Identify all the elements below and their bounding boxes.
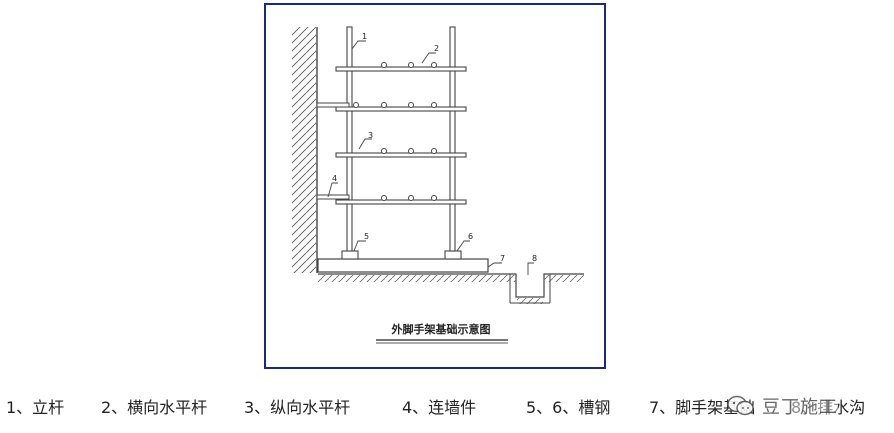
ground-line <box>318 273 584 298</box>
legend-item-2: 2、横向水平杆 <box>101 398 208 417</box>
channel-steel-5 <box>341 250 359 260</box>
callout-1: 1 <box>362 32 367 41</box>
diagram-title: 外脚手架基础示意图 <box>391 322 491 336</box>
wall-tie-lower <box>316 194 350 200</box>
legend-item-3: 3、纵向水平杆 <box>244 398 351 417</box>
legend-item-5: 5、6、槽钢 <box>526 398 611 417</box>
standard-inner <box>346 26 353 252</box>
building-wall <box>292 27 316 273</box>
callout-3: 3 <box>368 131 373 140</box>
standard-outer <box>449 26 456 252</box>
channel-steel-6 <box>444 250 462 260</box>
ledger-circles <box>353 62 437 201</box>
legend-caption: 1、立杆 2、横向水平杆 3、纵向水平杆 4、连墙件 5、6、槽钢 7、脚手架基… <box>0 394 894 420</box>
callout-6: 6 <box>468 232 473 241</box>
legend-item-1: 1、立杆 <box>6 398 65 417</box>
leader-lines <box>327 40 534 275</box>
callout-7: 7 <box>500 254 505 263</box>
horizontal-bars <box>335 66 467 205</box>
ground-hatch-right <box>544 275 584 282</box>
wechat-icon <box>727 395 754 416</box>
callout-5: 5 <box>364 232 369 241</box>
callout-8: 8 <box>532 254 537 263</box>
callout-4: 4 <box>332 174 337 183</box>
scaffold-diagram: 1 2 3 4 5 6 7 8 外脚手架基础示意图 <box>292 26 584 344</box>
watermark-text: 豆丁施工 <box>762 393 838 419</box>
wall-tie-upper <box>316 102 350 108</box>
scaffold-foundation <box>317 258 489 273</box>
legend-item-4: 4、连墙件 <box>402 398 477 417</box>
trench-hatch <box>517 298 543 304</box>
watermark: 豆丁施工 <box>726 391 838 421</box>
ground-hatch <box>318 275 516 282</box>
legend-item-8: 8、排水沟 <box>791 394 865 418</box>
diagram-frame: 1 2 3 4 5 6 7 8 外脚手架基础示意图 <box>264 3 606 369</box>
callout-2: 2 <box>434 44 439 53</box>
